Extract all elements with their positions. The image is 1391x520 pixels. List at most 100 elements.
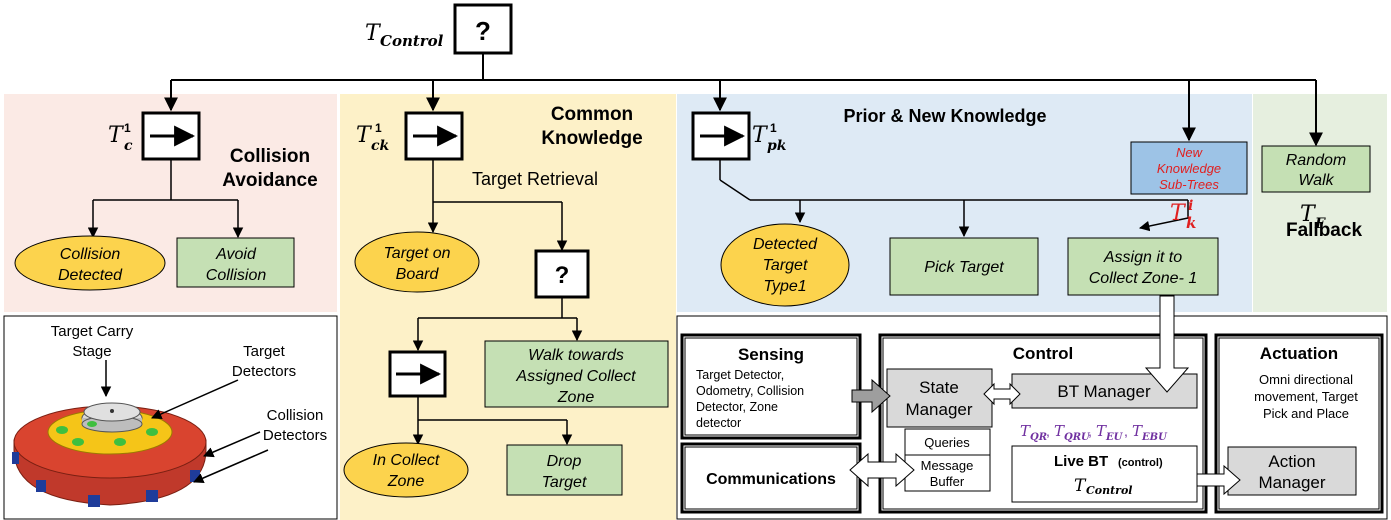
- svg-text:pk: pk: [767, 138, 787, 154]
- fallback-label: T F: [1300, 202, 1326, 232]
- svg-text:Control: Control: [1086, 484, 1132, 497]
- fallback-title: Fallback: [1286, 220, 1362, 241]
- svg-text:T: T: [752, 123, 769, 148]
- new-knowledge-text: Knowledge: [1157, 161, 1221, 176]
- condition-text: Zone: [387, 473, 425, 490]
- svg-text:EBU: EBU: [1141, 432, 1168, 443]
- collision-label: T c 1: [108, 121, 133, 154]
- robot-label: Target: [243, 343, 286, 360]
- control-inner-border: [882, 337, 1204, 510]
- control-title: Control: [1013, 344, 1073, 363]
- message-buffer-text: Buffer: [930, 474, 965, 489]
- livebt-to-action-arrow: [1196, 464, 1241, 496]
- condition-text: Collision: [60, 246, 121, 263]
- action-text: Assigned Collect: [515, 368, 636, 385]
- sensing-text: detector: [696, 416, 741, 430]
- actuation-text: Omni directional: [1259, 372, 1353, 387]
- actuation-inner-border: [1218, 337, 1380, 510]
- svg-text:i: i: [1188, 198, 1193, 214]
- common-title-2: Knowledge: [541, 128, 642, 149]
- action-text: Zone: [557, 389, 595, 406]
- common-edges: [412, 159, 583, 446]
- svg-text:T: T: [1054, 422, 1065, 440]
- robot-label: Collision: [267, 407, 324, 424]
- new-knowledge-label: T k i: [1170, 198, 1196, 232]
- bt-manager-text: BT Manager: [1057, 382, 1151, 401]
- communications-inner-border: [684, 446, 858, 510]
- detected-target-type1-condition: [720, 223, 850, 307]
- new-knowledge-text: New: [1176, 145, 1204, 160]
- action-text: Random: [1286, 152, 1346, 169]
- collision-edges: [87, 159, 244, 239]
- action-text: Collision: [206, 267, 267, 284]
- root-fallback-symbol: ?: [475, 16, 491, 46]
- svg-text:T: T: [1132, 422, 1143, 440]
- condition-text: Detected: [58, 267, 123, 284]
- svg-text:T: T: [1020, 422, 1031, 440]
- condition-text: Target on: [383, 245, 450, 262]
- condition-text: Board: [396, 266, 440, 283]
- target-on-board-condition: [354, 231, 480, 293]
- new-knowledge-to-bt-arrow: [1144, 295, 1190, 393]
- prior-label: T pk 1: [752, 121, 787, 154]
- communications-box: [680, 442, 862, 514]
- drop-target-action: [506, 444, 623, 496]
- communications-title: Communications: [706, 471, 836, 488]
- collision-title-1: Collision: [230, 146, 310, 167]
- live-bt-title: Live BT (control): [1054, 453, 1163, 470]
- sensing-inner-border: [684, 337, 858, 436]
- random-walk-action: [1261, 145, 1371, 193]
- message-buffer-box: [904, 454, 991, 492]
- live-bt-label: T Control: [1074, 476, 1132, 497]
- state-bt-double-arrow: [983, 382, 1021, 406]
- sensing-to-state-arrow: [851, 378, 891, 414]
- root-fallback-node: [453, 3, 513, 55]
- sensing-text: Detector, Zone: [696, 400, 778, 414]
- svg-text:1: 1: [124, 121, 131, 135]
- svg-text:,: ,: [1124, 423, 1128, 439]
- new-knowledge-subtrees-box: [1130, 141, 1248, 195]
- action-manager-text: Manager: [1258, 473, 1325, 492]
- sensing-text: Odometry, Collision: [696, 384, 804, 398]
- svg-text:QRU: QRU: [1064, 432, 1091, 443]
- prior-title: Prior & New Knowledge: [843, 106, 1046, 126]
- state-manager-text: Manager: [905, 400, 972, 419]
- sensing-title: Sensing: [738, 345, 804, 364]
- robot-label: Detectors: [263, 427, 327, 444]
- actuation-title: Actuation: [1260, 344, 1338, 363]
- collision-title-2: Avoidance: [222, 170, 317, 191]
- action-text: Pick Target: [924, 259, 1004, 276]
- robot-illustration: [12, 402, 207, 507]
- condition-text: In Collect: [373, 452, 440, 469]
- pick-target-action: [889, 237, 1039, 296]
- message-buffer-text: Message: [921, 458, 974, 473]
- robot-label: Stage: [72, 343, 111, 360]
- action-text: Walk towards: [528, 347, 624, 364]
- condition-text: Detected: [753, 236, 818, 253]
- condition-text: Target: [763, 257, 808, 274]
- sensing-text: Target Detector,: [696, 368, 784, 382]
- svg-text:T: T: [1074, 476, 1087, 496]
- state-manager-text: State: [919, 378, 959, 397]
- queries-text: Queries: [924, 435, 970, 450]
- svg-text:k: k: [1186, 214, 1196, 232]
- root-edges: [164, 53, 1323, 147]
- robot-label: Detectors: [232, 363, 296, 380]
- robot-pointers: [100, 360, 269, 484]
- svg-text:c: c: [124, 138, 133, 154]
- svg-text:Control: Control: [380, 32, 444, 50]
- common-label: T ck 1: [356, 121, 390, 154]
- sensing-box: [680, 333, 862, 440]
- prior-edges: [719, 159, 1189, 238]
- action-manager-text: Action: [1268, 452, 1315, 471]
- condition-text: Type1: [763, 278, 806, 295]
- svg-text:T: T: [1300, 202, 1317, 227]
- common-subtitle: Target Retrieval: [472, 169, 598, 189]
- new-knowledge-text: Sub-Trees: [1159, 177, 1219, 192]
- svg-text:,: ,: [1088, 423, 1092, 439]
- fallback-symbol: ?: [555, 262, 570, 289]
- svg-text:(control): (control): [1118, 457, 1163, 469]
- actuation-text: Pick and Place: [1263, 406, 1349, 421]
- svg-text:T: T: [1096, 422, 1107, 440]
